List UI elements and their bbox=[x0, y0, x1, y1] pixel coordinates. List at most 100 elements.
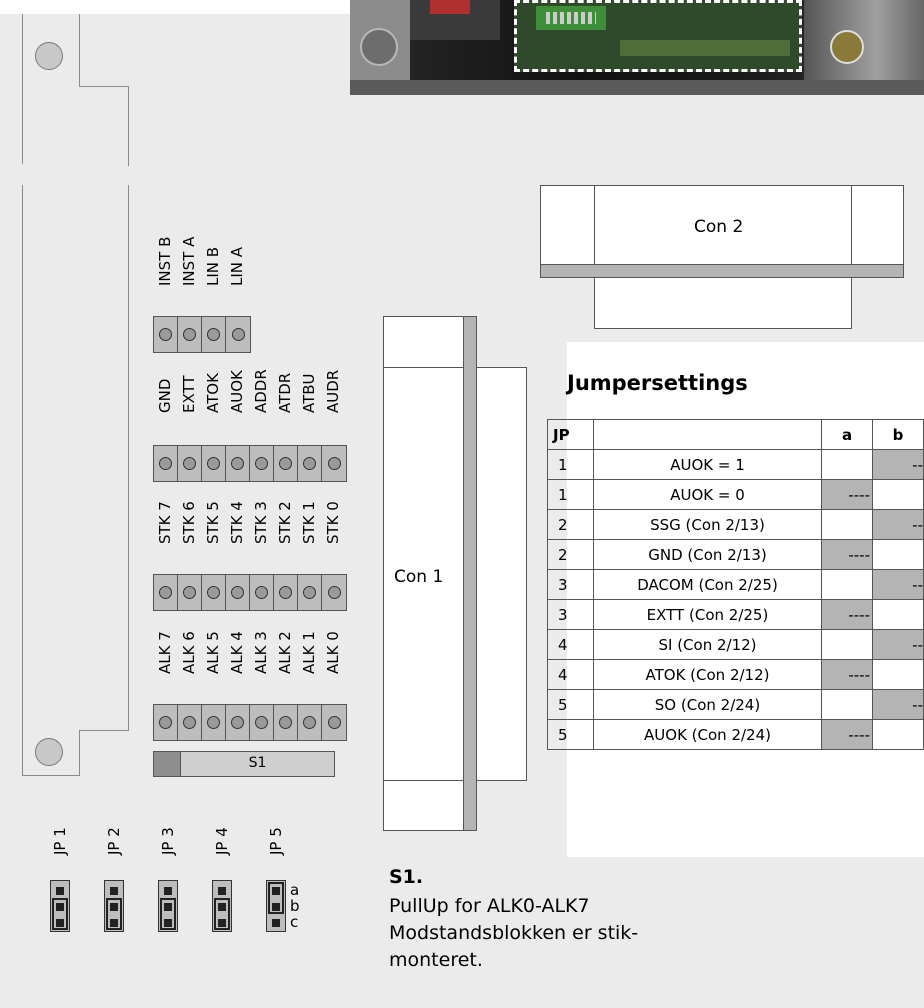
terminal-label: ALK 5 bbox=[201, 612, 225, 692]
header-b: b bbox=[872, 419, 924, 450]
terminal-label-text: ATBU bbox=[300, 373, 318, 413]
terminal-pin bbox=[226, 575, 250, 610]
jumper-label: JP 5 bbox=[266, 825, 286, 873]
terminal-label-text: STK 7 bbox=[156, 501, 174, 544]
jumper-header bbox=[266, 880, 286, 932]
terminal-label: LIN B bbox=[201, 224, 225, 304]
terminal-label-text: STK 6 bbox=[180, 501, 198, 544]
header-jp: JP bbox=[547, 419, 594, 450]
cell-col-a: ---- bbox=[821, 479, 873, 510]
terminal-label: GND bbox=[153, 351, 177, 431]
terminal-screw-icon bbox=[231, 457, 244, 470]
table-header-row: JP a b bbox=[547, 419, 924, 450]
jumper-pin-icon bbox=[218, 903, 226, 911]
terminal-pin bbox=[250, 446, 274, 481]
jumper-label: JP 4 bbox=[212, 825, 232, 873]
terminal-screw-icon bbox=[231, 586, 244, 599]
terminal-label-text: INST A bbox=[180, 236, 198, 286]
cell-col-a bbox=[821, 569, 873, 600]
terminal-label: ALK 4 bbox=[225, 612, 249, 692]
cell-desc: SI (Con 2/12) bbox=[593, 629, 822, 660]
terminal-pin bbox=[226, 446, 250, 481]
terminal-screw-icon bbox=[231, 716, 244, 729]
cell-jp: 4 bbox=[547, 659, 594, 690]
terminal-label: STK 0 bbox=[321, 482, 345, 562]
cell-col-a bbox=[821, 629, 873, 660]
terminal-label: ALK 0 bbox=[321, 612, 345, 692]
cell-col-b: -- bbox=[872, 449, 924, 480]
jumper-pin-icon bbox=[164, 903, 172, 911]
terminal-label-text: ALK 7 bbox=[156, 631, 174, 674]
terminal-label-text: STK 1 bbox=[300, 501, 318, 544]
terminal-pin bbox=[250, 705, 274, 740]
hardware-photo bbox=[350, 0, 924, 95]
cell-col-a bbox=[821, 449, 873, 480]
terminal-label: EXTT bbox=[177, 351, 201, 431]
cell-jp: 1 bbox=[547, 479, 594, 510]
terminal-label: ATDR bbox=[273, 351, 297, 431]
terminal-label: LIN A bbox=[225, 224, 249, 304]
terminal-label: AUDR bbox=[321, 351, 345, 431]
terminal-screw-icon bbox=[183, 328, 196, 341]
jumper-pin-icon bbox=[110, 919, 118, 927]
terminal-label: STK 1 bbox=[297, 482, 321, 562]
cell-desc: SO (Con 2/24) bbox=[593, 689, 822, 720]
terminal-label-text: ALK 5 bbox=[204, 631, 222, 674]
jumper-pin-icon bbox=[272, 919, 280, 927]
terminal-label-text: LIN A bbox=[228, 246, 246, 286]
cell-col-a: ---- bbox=[821, 719, 873, 750]
terminal-screw-icon bbox=[279, 586, 292, 599]
terminal-screw-icon bbox=[159, 328, 172, 341]
terminal-screw-icon bbox=[183, 716, 196, 729]
cell-jp: 3 bbox=[547, 599, 594, 630]
terminal-label-text: LIN B bbox=[204, 246, 222, 286]
cell-jp: 1 bbox=[547, 449, 594, 480]
cell-col-b: -- bbox=[872, 689, 924, 720]
terminal-pin bbox=[178, 446, 202, 481]
terminal-screw-icon bbox=[207, 457, 220, 470]
terminal-pin bbox=[202, 705, 226, 740]
jumper-header bbox=[158, 880, 178, 932]
cell-col-b: -- bbox=[872, 509, 924, 540]
jumper-label-text: JP 1 bbox=[51, 827, 69, 855]
terminal-label-text: STK 3 bbox=[252, 501, 270, 544]
terminal-screw-icon bbox=[327, 716, 341, 729]
jumper-pin-icon bbox=[164, 919, 172, 927]
terminal-label: ALK 6 bbox=[177, 612, 201, 692]
header-description bbox=[593, 419, 822, 450]
terminal-label-text: STK 2 bbox=[276, 501, 294, 544]
cell-col-b bbox=[872, 599, 924, 630]
terminal-label-text: ALK 1 bbox=[300, 631, 318, 674]
cell-col-b: -- bbox=[872, 569, 924, 600]
terminal-pin bbox=[154, 705, 178, 740]
cell-jp: 2 bbox=[547, 509, 594, 540]
jumpersettings-title: Jumpersettings bbox=[567, 371, 748, 395]
terminal-pin bbox=[322, 705, 346, 740]
terminal-pin bbox=[202, 317, 226, 352]
terminal-screw-icon bbox=[279, 716, 292, 729]
terminal-screw-icon bbox=[327, 457, 341, 470]
cell-col-a: ---- bbox=[821, 659, 873, 690]
cell-col-b bbox=[872, 659, 924, 690]
terminal-label: ALK 3 bbox=[249, 612, 273, 692]
terminal-pin bbox=[274, 446, 298, 481]
terminal-label: STK 5 bbox=[201, 482, 225, 562]
terminal-label-text: AUDR bbox=[324, 369, 342, 413]
terminal-label-text: ADDR bbox=[252, 369, 270, 413]
jumper-header bbox=[212, 880, 232, 932]
terminal-pin bbox=[274, 705, 298, 740]
terminal-screw-icon bbox=[207, 586, 220, 599]
jumper-label-text: JP 5 bbox=[267, 827, 285, 855]
